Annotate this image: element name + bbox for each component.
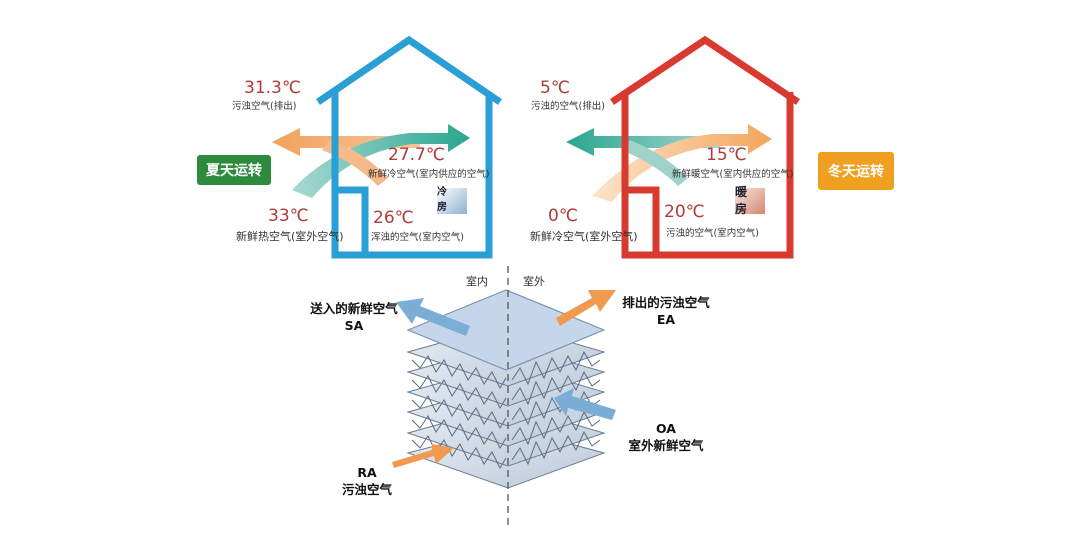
sa-label: 送入的新鲜空气 [310, 301, 398, 316]
oa-label: 室外新鲜空气 [628, 438, 704, 453]
winter-indoor-flow [622, 140, 688, 186]
winter-exhaust-label: 污浊的空气(排出) [531, 101, 605, 112]
ra-label-group: RA 污浊空气 [332, 464, 402, 498]
summer-house-outline [316, 35, 502, 259]
summer-mode-badge: 夏天运转 [197, 155, 271, 185]
summer-room-label: 冷 房 [437, 187, 451, 213]
summer-outdoor-label: 新鲜热空气(室外空气) [236, 230, 344, 243]
indoor-side-label: 室内 [466, 275, 488, 288]
summer-room-box [437, 188, 467, 214]
summer-exhaust-temp: 31.3℃ [244, 78, 301, 98]
summer-indoor-temp: 26℃ [373, 208, 414, 228]
winter-indoor-label: 污浊的空气(室内空气) [666, 228, 759, 239]
sa-label-group: 送入的新鲜空气 SA [296, 300, 412, 334]
ea-label-group: 排出的污浊空气 EA [608, 294, 724, 328]
winter-outdoor-label: 新鲜冷空气(室外空气) [530, 230, 638, 243]
exchanger-top-plate [406, 289, 606, 371]
oa-arrow [554, 388, 616, 420]
sa-code: SA [344, 318, 364, 333]
summer-supply-label: 新鲜冷空气(室内供应的空气) [368, 169, 490, 180]
summer-house [272, 35, 502, 259]
oa-code: OA [656, 421, 676, 436]
ra-code: RA [357, 465, 377, 480]
ea-arrow [556, 290, 616, 326]
oa-label-group: OA 室外新鲜空气 [616, 420, 716, 454]
winter-supply-label: 新鲜暖空气(室内供应的空气) [672, 169, 794, 180]
summer-inner-wall [338, 186, 369, 255]
heat-exchanger [392, 266, 616, 528]
winter-supply-arrow [592, 124, 772, 202]
winter-indoor-temp: 20℃ [664, 202, 705, 222]
summer-supply-arrow [292, 124, 470, 198]
winter-mode-badge: 冬天运转 [818, 152, 894, 190]
winter-house-outline [610, 35, 800, 259]
winter-outdoor-temp: 0℃ [548, 206, 578, 226]
summer-outdoor-temp: 33℃ [268, 206, 309, 226]
ra-arrow [392, 444, 454, 468]
sa-arrow [396, 298, 470, 336]
outdoor-side-label: 室外 [523, 275, 545, 288]
exchanger-corrugation [411, 350, 601, 470]
summer-supply-temp: 27.7℃ [388, 145, 445, 165]
ea-code: EA [656, 312, 676, 327]
winter-supply-temp: 15℃ [706, 145, 747, 165]
ra-label: 污浊空气 [341, 482, 392, 497]
winter-room-label: 暖 房 [735, 185, 752, 216]
winter-inner-wall [628, 186, 660, 255]
winter-exhaust-arrow [566, 128, 720, 156]
summer-exhaust-label: 污浊空气(排出) [232, 101, 297, 112]
summer-exhaust-arrow [272, 128, 420, 156]
winter-room-box [735, 188, 765, 214]
winter-house [566, 35, 800, 259]
summer-indoor-label: 浑浊的空气(室内空气) [371, 232, 464, 243]
winter-exhaust-temp: 5℃ [540, 78, 570, 98]
ea-label: 排出的污浊空气 [622, 295, 710, 310]
